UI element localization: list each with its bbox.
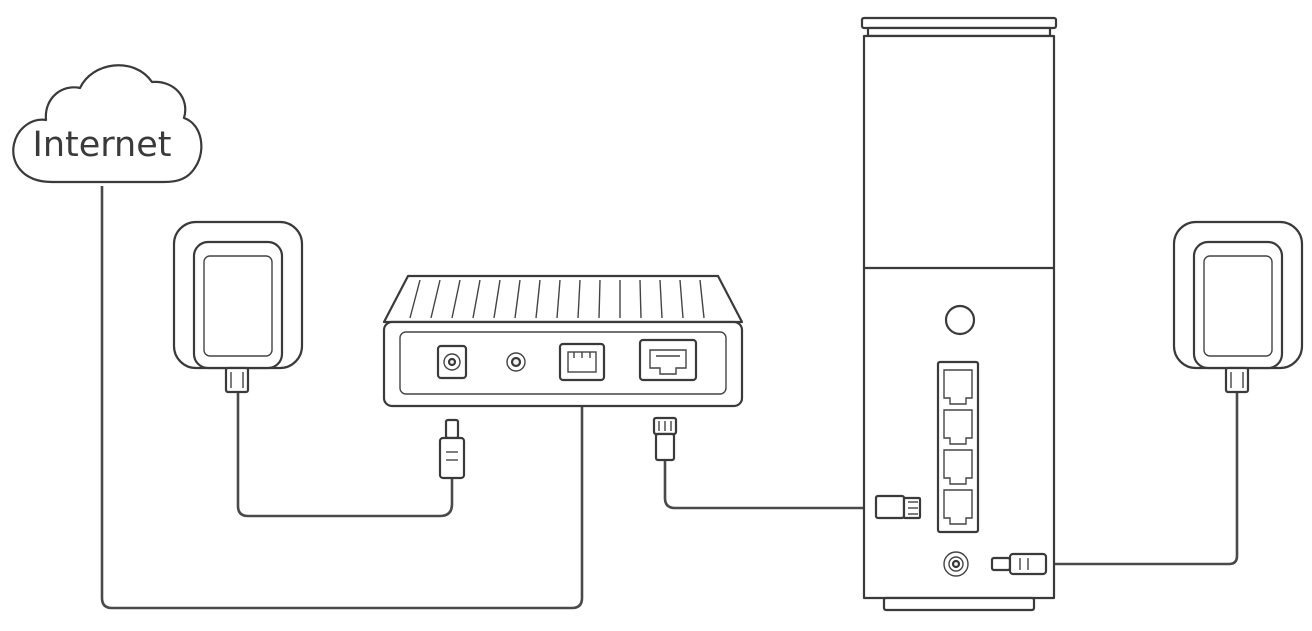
cloud-label: Internet: [33, 125, 172, 165]
modem-ethernet-port: [638, 338, 698, 382]
modem-vents: [409, 279, 705, 319]
router-dc-port: [943, 551, 969, 577]
power-adapter-left: [172, 220, 304, 394]
dc-plug-right: [990, 552, 1048, 576]
left-power-cable: [236, 392, 454, 518]
right-power-cable: [1046, 392, 1239, 566]
router: [860, 16, 1058, 612]
ethernet-plug-router: [874, 494, 922, 520]
modem: [382, 274, 744, 408]
cables: [100, 186, 1239, 610]
internet-cloud: Internet: [12, 64, 203, 184]
ethernet-cable: [663, 458, 876, 510]
modem-line-port: [558, 342, 606, 382]
cloud-icon: [12, 64, 203, 184]
internet-line-cable: [100, 186, 584, 610]
router-button: [944, 304, 976, 336]
power-adapter-right: [1172, 220, 1304, 394]
ethernet-plug-modem: [652, 416, 678, 462]
modem-reset-button: [506, 352, 526, 372]
dc-plug-left: [438, 418, 466, 480]
router-lan-ports: [936, 360, 980, 534]
